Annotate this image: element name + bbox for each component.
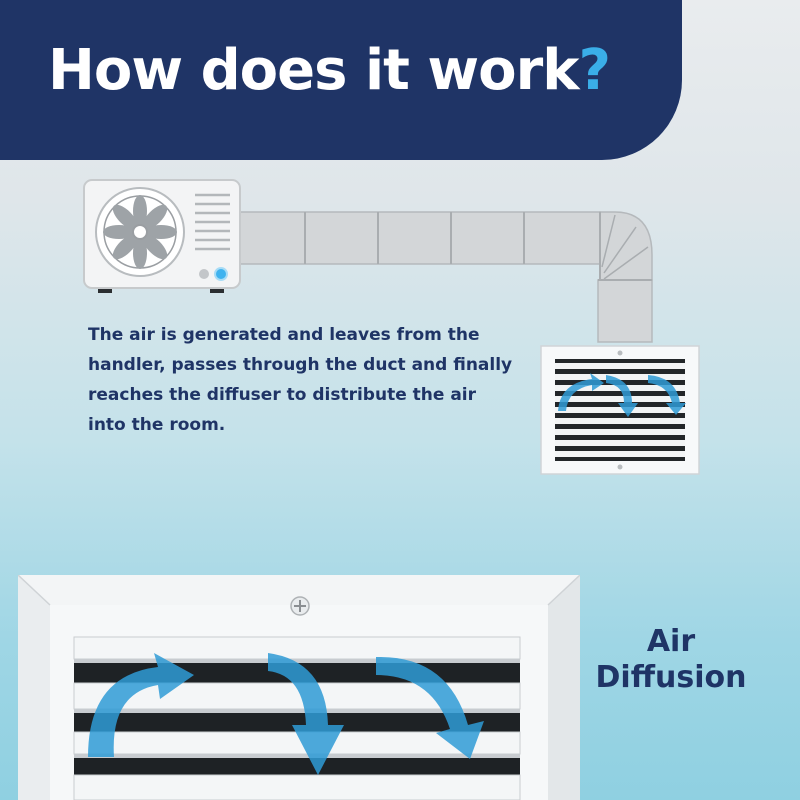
description-text: The air is generated and leaves from the… — [88, 325, 513, 435]
title-main: How does it work — [48, 38, 579, 103]
title-question-mark: ? — [578, 38, 611, 103]
duct-icon — [229, 211, 653, 343]
airflow-arrows — [88, 653, 484, 775]
label-line-1: Air — [646, 624, 696, 659]
air-handler-duct-illustration — [83, 179, 653, 343]
page-title: How does it work? — [48, 38, 611, 103]
diffuser-closeup-icon — [18, 575, 580, 800]
air-handler-icon — [83, 179, 241, 293]
title-banner — [0, 0, 682, 160]
screw-icon — [290, 596, 310, 616]
label-line-2: Diffusion — [595, 660, 747, 695]
diffuser-icon — [540, 345, 700, 475]
